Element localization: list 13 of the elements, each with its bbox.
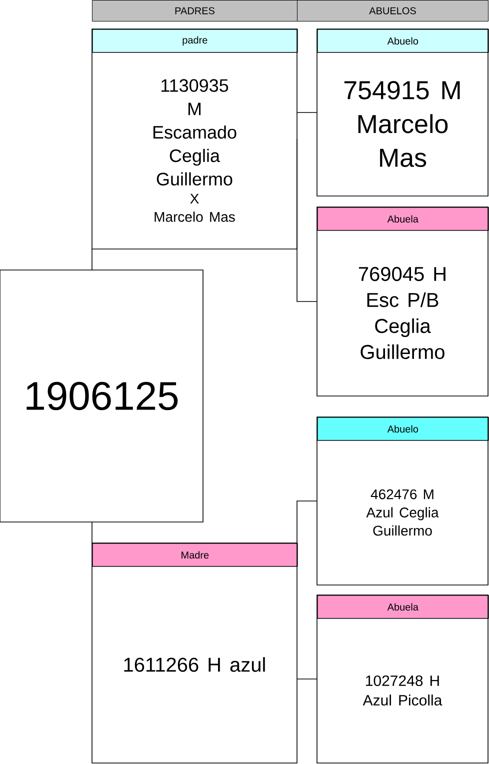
pedigree-card: padre 1130935 M Escamado Ceglia Guillermo X Marcelo Mas (92, 28, 298, 250)
column-header: PADRES (92, 0, 298, 22)
pedigree-card: Abuela 769045 H Esc P/B Ceglia Guillermo (316, 206, 489, 396)
connector-line (296, 138, 318, 302)
connector-line (296, 500, 318, 544)
pedigree-card: Abuelo 462476 M Azul Ceglia Guillermo (316, 416, 489, 586)
pedigree-card: Madre 1611266 H azul (92, 542, 298, 764)
pedigree-card: Abuela 1027248 H Azul Picolla (316, 594, 489, 764)
connector-line (296, 112, 318, 113)
pedigree-card: 1906125 (0, 270, 204, 522)
pedigree-card: Abuelo 754915 M Marcelo Mas (316, 28, 489, 196)
column-header: ABUELOS (297, 0, 488, 22)
connector-line (296, 678, 318, 680)
